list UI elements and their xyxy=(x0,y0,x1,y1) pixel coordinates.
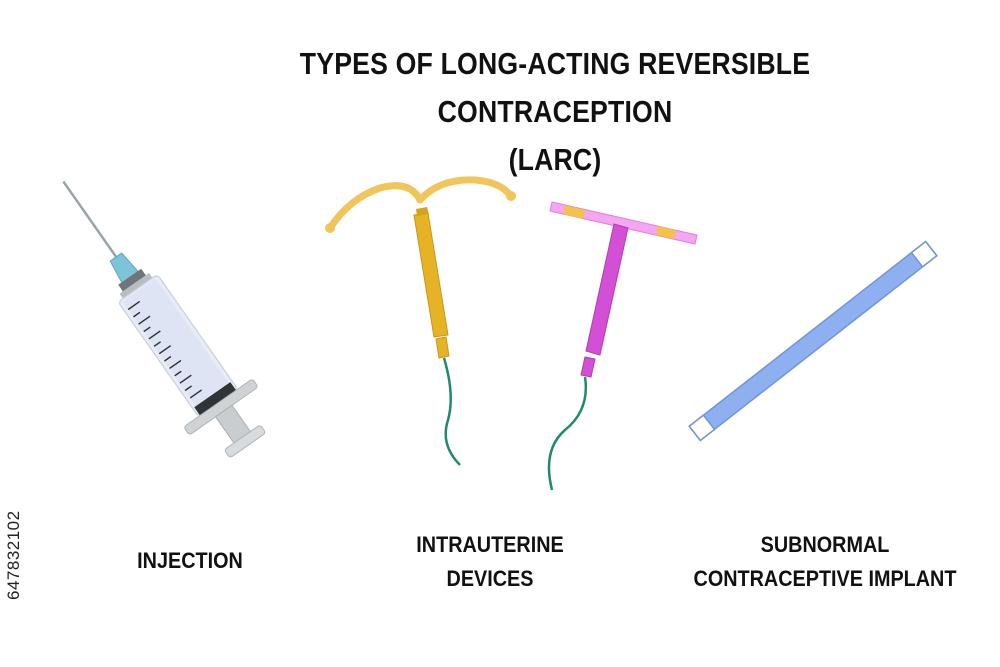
label-iud-line-1: INTRAUTERINE xyxy=(416,532,564,557)
syringe-graduation-mark xyxy=(143,326,151,333)
page-title: TYPES OF LONG-ACTING REVERSIBLE CONTRACE… xyxy=(207,40,904,184)
syringe-graduation-mark xyxy=(138,315,151,325)
label-iud-line-2: DEVICES xyxy=(446,566,534,591)
label-intrauterine-devices: INTRAUTERINE DEVICES xyxy=(391,528,589,596)
syringe-graduation-mark xyxy=(184,385,192,392)
title-line-2: (LARC) xyxy=(508,142,602,177)
label-implant-line-2: CONTRACEPTIVE IMPLANT xyxy=(693,566,957,591)
syringe-graduation-mark xyxy=(189,389,203,399)
implant-rod-icon xyxy=(688,240,938,442)
copper-iud-icon xyxy=(325,176,516,466)
label-injection: INJECTION xyxy=(137,548,243,573)
syringe-graduation-mark xyxy=(158,345,172,355)
syringe-graduation-mark xyxy=(163,355,172,362)
title-line-1: TYPES OF LONG-ACTING REVERSIBLE CONTRACE… xyxy=(299,46,811,129)
syringe-icon xyxy=(62,180,266,458)
syringe-graduation-mark xyxy=(153,341,162,347)
syringe-graduation-mark xyxy=(127,300,141,311)
syringe-graduation-mark xyxy=(169,359,182,370)
image-id-text: 647832102 xyxy=(4,510,23,600)
syringe-graduation-mark xyxy=(148,330,161,340)
label-contraceptive-implant: SUBNORMAL CONTRACEPTIVE IMPLANT xyxy=(677,528,974,596)
hormonal-iud-icon xyxy=(547,201,698,491)
label-implant-line-1: SUBNORMAL xyxy=(760,532,890,557)
syringe-graduation-mark xyxy=(132,311,141,318)
syringe-graduation-mark xyxy=(174,370,182,377)
syringe-graduation-mark xyxy=(179,374,192,384)
